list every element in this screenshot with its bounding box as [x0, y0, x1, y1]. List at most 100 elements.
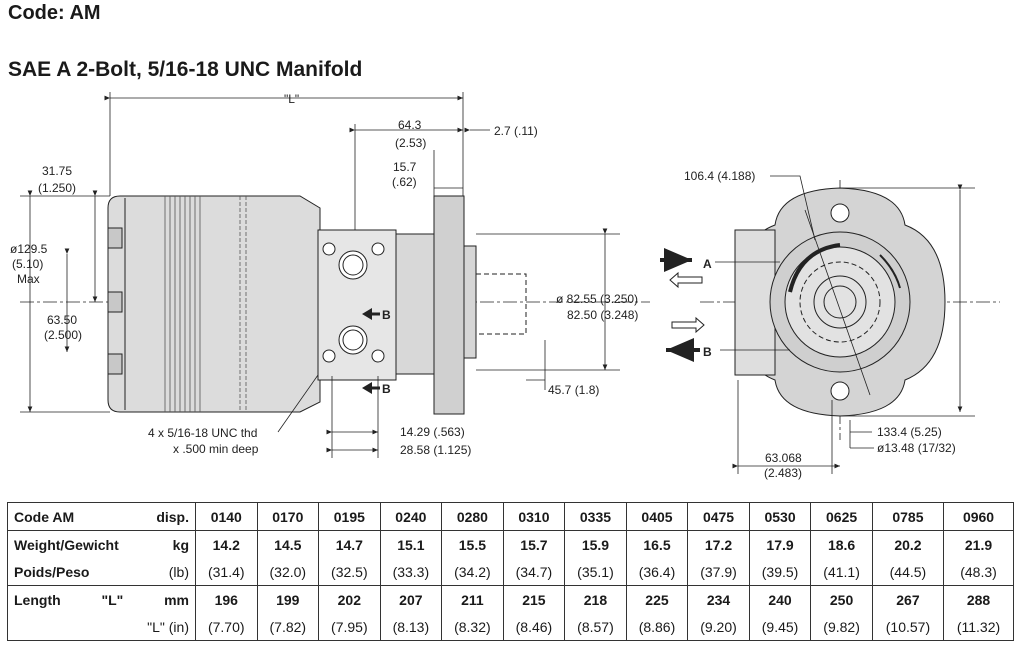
dim-2-7: 2.7 (.11): [494, 124, 538, 138]
dim-45-7: 45.7 (1.8): [548, 383, 599, 397]
table-cell: (33.3): [379, 558, 443, 586]
table-cell: 20.2: [871, 530, 945, 558]
table-cell: (9.20): [687, 613, 750, 641]
dim-64: 64.3: [398, 118, 422, 132]
table-cell: (9.45): [748, 613, 812, 641]
table-cell: 218: [564, 585, 627, 613]
table-cell: 0475: [687, 502, 750, 531]
table-cell: (8.57): [564, 613, 627, 641]
page-title: SAE A 2-Bolt, 5/16-18 UNC Manifold: [8, 58, 363, 81]
dim-82-55: ø 82.55 (3.250): [556, 292, 638, 306]
table-cell: 17.2: [687, 530, 750, 558]
table-cell: (32.5): [318, 558, 381, 586]
table-cell: 0625: [810, 502, 873, 531]
row-label: "L" (in): [7, 613, 196, 641]
weight-unit: kg: [172, 536, 189, 553]
table-cell: 0310: [502, 502, 566, 531]
dim-63-068: 63.068: [765, 451, 802, 465]
table-cell: (8.86): [625, 613, 689, 641]
table-cell: 0280: [441, 502, 504, 531]
length-label: Length: [14, 591, 61, 608]
table-cell: 288: [943, 585, 1014, 613]
dim-63-5: 63.50: [47, 313, 77, 327]
dim-129-max: Max: [17, 272, 40, 286]
length-l-label: "L": [101, 591, 124, 608]
table-cell: (34.7): [502, 558, 566, 586]
table-cell: 225: [625, 585, 689, 613]
table-cell: (44.5): [871, 558, 945, 586]
dim-L: "L": [284, 92, 299, 106]
table-cell: 199: [256, 585, 320, 613]
thread-note-2: x .500 min deep: [173, 442, 259, 456]
table-cell: (7.95): [318, 613, 381, 641]
technical-drawing: "L" 64.3 (2.53) 2.7 (.11) 15.7 (.62) 31.…: [10, 92, 1000, 480]
table-cell: 0335: [564, 502, 627, 531]
table-cell: 207: [379, 585, 443, 613]
section-b-2: B: [382, 382, 391, 396]
row-label: Length "L" mm: [7, 585, 196, 613]
weight-label: Weight/Gewicht: [14, 536, 119, 553]
dim-133: 133.4 (5.25): [877, 425, 942, 439]
port-a: A: [703, 257, 712, 271]
dim-15-7-in: (.62): [392, 175, 417, 189]
poids-label: Poids/Peso: [14, 563, 90, 580]
table-cell: (39.5): [748, 558, 812, 586]
table-cell: 0785: [871, 502, 945, 531]
port-b: B: [703, 345, 712, 359]
table-cell: 15.5: [441, 530, 504, 558]
table-cell: (8.13): [379, 613, 443, 641]
table-cell: (9.82): [810, 613, 873, 641]
table-cell: 0195: [318, 502, 381, 531]
dim-106: 106.4 (4.188): [684, 169, 755, 183]
table-cell: 15.9: [564, 530, 627, 558]
poids-unit: (lb): [168, 563, 189, 580]
table-cell: 14.2: [195, 530, 258, 558]
row-label: Poids/Peso (lb): [7, 558, 196, 586]
table-cell: 0960: [943, 502, 1014, 531]
table-cell: 0240: [379, 502, 443, 531]
table-cell: (37.9): [687, 558, 750, 586]
table-cell: 250: [810, 585, 873, 613]
section-b-1: B: [382, 308, 391, 322]
dim-129: ø129.5: [10, 242, 48, 256]
dim-31-75: 31.75: [42, 164, 72, 178]
dim-15-7: 15.7: [393, 160, 417, 174]
table-cell: 15.1: [379, 530, 443, 558]
table-cell: (8.32): [441, 613, 504, 641]
table-cell: 240: [748, 585, 812, 613]
table-cell: 211: [441, 585, 504, 613]
table-cell: 196: [195, 585, 258, 613]
table-cell: (35.1): [564, 558, 627, 586]
table-cell: 21.9: [943, 530, 1014, 558]
table-cell: 0170: [256, 502, 320, 531]
table-cell: (48.3): [943, 558, 1014, 586]
table-cell: 0140: [195, 502, 258, 531]
table-cell: (10.57): [871, 613, 945, 641]
table-cell: 16.5: [625, 530, 689, 558]
table-cell: (31.4): [195, 558, 258, 586]
table-cell: (7.82): [256, 613, 320, 641]
front-view: [700, 180, 1000, 440]
table-cell: 202: [318, 585, 381, 613]
table-cell: 14.7: [318, 530, 381, 558]
row-label: Weight/Gewicht kg: [7, 530, 196, 558]
table-cell: 234: [687, 585, 750, 613]
table-cell: 15.7: [502, 530, 566, 558]
length-in-label: "L" (in): [147, 618, 189, 635]
length-unit: mm: [164, 591, 189, 608]
code-label: Code AM: [14, 508, 75, 525]
dim-64-in: (2.53): [395, 136, 426, 150]
table-cell: 14.5: [256, 530, 320, 558]
table-cell: (36.4): [625, 558, 689, 586]
dim-63-068-in: (2.483): [764, 466, 802, 480]
table-cell: 0530: [748, 502, 812, 531]
table-cell: (7.70): [195, 613, 258, 641]
table-cell: (34.2): [441, 558, 504, 586]
table-cell: 0405: [625, 502, 689, 531]
table-cell: (8.46): [502, 613, 566, 641]
table-row-length-in: "L" (in)(7.70)(7.82)(7.95)(8.13)(8.32)(8…: [7, 613, 1014, 641]
table-cell: 267: [871, 585, 945, 613]
